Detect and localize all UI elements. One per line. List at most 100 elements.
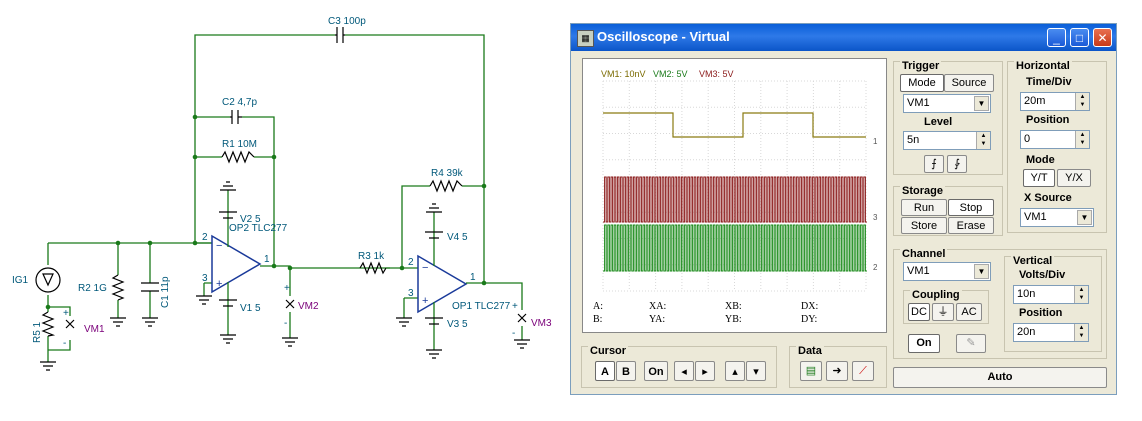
xa-readout: XA: [649,301,667,312]
trigger-level-value: 5n [907,134,920,146]
v1-battery[interactable] [219,299,237,307]
trigger-level-input[interactable]: 5n ▲▼ [903,131,991,150]
trace-marker-vm2: 2 [873,263,878,272]
rising-edge-button[interactable]: ⨍ [924,155,944,173]
op2-opamp[interactable]: − + [211,234,262,294]
vm1-minus: - [63,338,66,349]
trigger-mode-button[interactable]: Mode [900,74,944,92]
color-pen-icon[interactable]: ✎ [956,334,986,353]
r2-resistor[interactable] [111,274,125,301]
svg-text:−: − [422,262,428,274]
traces [603,112,867,272]
dy-readout: DY: [801,314,818,325]
coupling-ac-button[interactable]: AC [956,303,982,321]
trigger-caption: Trigger [900,60,942,72]
store-button[interactable]: Store [901,217,947,234]
spinner-icon[interactable]: ▲▼ [1074,286,1088,303]
scope-screen[interactable]: VM1: 10nV VM2: 5V VM3: 5V 1 3 2 A: B: XA… [582,58,887,333]
r4-label: R4 39k [431,168,464,179]
vm3-minus: - [512,328,515,339]
chevron-down-icon[interactable]: ▼ [1077,210,1092,225]
cursor-left-icon[interactable]: ◂ [674,361,694,381]
mode-yt-button[interactable]: Y/T [1023,169,1055,187]
trigger-group: Trigger Mode Source VM1▼ Level 5n ▲▼ ⨍ ⨑ [893,60,1003,175]
export-chart-icon[interactable]: ▤ [800,361,822,381]
c3-capacitor[interactable] [335,27,345,43]
svg-text:+: + [216,278,222,290]
time-div-value: 20m [1024,95,1046,107]
v-position-input[interactable]: 20n ▲▼ [1013,323,1089,342]
run-button[interactable]: Run [901,199,947,216]
chevron-down-icon[interactable]: ▼ [974,264,989,279]
channel-on-button[interactable]: On [908,334,940,353]
close-button[interactable]: ✕ [1093,28,1112,47]
ig1-current-source[interactable] [35,267,61,293]
c1-capacitor[interactable] [141,282,159,292]
cursor-b-button[interactable]: B [616,361,636,381]
channel-value: VM1 [907,265,930,277]
cursor-a-readout: A: [593,301,603,312]
svg-text:+: + [422,295,428,307]
auto-button[interactable]: Auto [893,367,1107,388]
trigger-source-button[interactable]: Source [944,74,994,92]
vm1-label: VM1 [84,324,105,335]
h-mode-label: Mode [1026,154,1055,166]
channel-select[interactable]: VM1 ▼ [903,262,991,281]
volts-div-input[interactable]: 10n▲▼ [1013,285,1089,304]
cursor-up-icon[interactable]: ▴ [725,361,745,381]
r1-resistor[interactable] [221,150,255,164]
r3-resistor[interactable] [359,261,387,275]
horizontal-group: Horizontal Time/Div 20m▲▼ Position 0▲▼ M… [1007,60,1107,233]
stop-button[interactable]: Stop [948,199,994,216]
maximize-button[interactable]: □ [1070,28,1089,47]
vm3-meter[interactable] [517,313,527,323]
op1-pin2: 2 [408,257,414,268]
op2-pin2: 2 [202,232,208,243]
copy-arrow-icon[interactable]: ➜ [826,361,848,381]
erase-button[interactable]: Erase [948,217,994,234]
coupling-gnd-button[interactable]: ⏚ [932,303,954,321]
horizontal-caption: Horizontal [1014,60,1072,72]
cursor-on-button[interactable]: On [644,361,668,381]
h-position-label: Position [1026,114,1070,126]
spinner-icon[interactable]: ▲▼ [1075,131,1089,148]
time-div-input[interactable]: 20m ▲▼ [1020,92,1090,111]
vm3-label: VM3 [531,318,552,329]
minimize-button[interactable]: _ [1047,28,1066,47]
v2-battery[interactable] [219,211,237,219]
cursor-b-readout: B: [593,314,603,325]
c2-capacitor[interactable] [230,110,242,124]
op1-pin1: 1 [470,272,476,283]
diagram-view-icon[interactable]: ⟋ [852,361,874,381]
trigger-source-select[interactable]: VM1▼ [903,94,991,113]
title-bar[interactable]: ▦ Oscilloscope - Virtual _ □ ✕ [571,24,1116,51]
coupling-dc-button[interactable]: DC [908,303,930,321]
trigger-level-label: Level [924,116,953,128]
cursor-right-icon[interactable]: ▸ [695,361,715,381]
falling-edge-button[interactable]: ⨑ [947,155,967,173]
ig1-label: IG1 [12,275,29,286]
r4-resistor[interactable] [429,179,463,193]
op1-opamp[interactable]: − + [417,254,468,314]
vm1-meter[interactable] [65,319,75,329]
r5-resistor[interactable] [41,311,56,337]
cursor-a-button[interactable]: A [595,361,615,381]
h-position-input[interactable]: 0▲▼ [1020,130,1090,149]
spinner-icon[interactable]: ▲▼ [1074,324,1088,341]
chevron-down-icon[interactable]: ▼ [974,96,989,111]
xb-readout: XB: [725,301,742,312]
op1-pin3: 3 [408,288,414,299]
x-source-select[interactable]: VM1▼ [1020,208,1094,227]
legend-vm1: VM1: 10nV [601,69,646,79]
dx-readout: DX: [801,301,819,312]
v4-battery[interactable] [425,231,443,239]
v3-battery[interactable] [425,317,443,325]
v-position-value: 20n [1017,326,1036,338]
vm2-meter[interactable] [285,299,295,309]
spinner-icon[interactable]: ▲▼ [1075,93,1089,110]
trace-marker-vm3: 3 [873,213,878,222]
mode-yx-button[interactable]: Y/X [1057,169,1091,187]
cursor-down-icon[interactable]: ▾ [746,361,766,381]
spinner-icon[interactable]: ▲▼ [976,132,990,149]
cursor-group: Cursor A B On ◂ ▸ ▴ ▾ [581,345,777,388]
